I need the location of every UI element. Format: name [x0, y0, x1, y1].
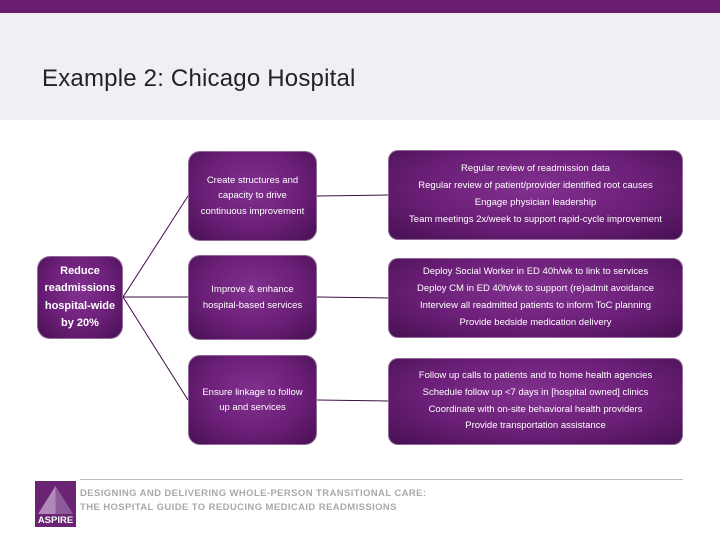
strategy-label: Improve & enhance hospital-based service… — [202, 284, 303, 311]
footer-citation-line1: DESIGNING AND DELIVERING WHOLE-PERSON TR… — [80, 488, 427, 499]
tactic-item: Regular review of readmission data — [461, 163, 610, 175]
tactic-item: Provide bedside medication delivery — [459, 316, 612, 328]
goal-box: Reduce readmissions hospital-wide by 20% — [37, 256, 123, 339]
tactics-box-structures: Regular review of readmission data Regul… — [388, 150, 683, 240]
tactic-item: Schedule follow up <7 days in [hospital … — [422, 386, 649, 398]
tactic-item: Follow up calls to patients and to home … — [418, 369, 653, 381]
slide-accent-bar — [0, 0, 720, 13]
goal-label: Reduce readmissions hospital-wide by 20% — [44, 265, 116, 329]
tactic-item: Deploy CM in ED 40h/wk to support (re)ad… — [416, 283, 655, 295]
strategy-box-structures: Create structures and capacity to drive … — [188, 151, 317, 241]
footer-citation: DESIGNING AND DELIVERING WHOLE-PERSON TR… — [80, 487, 426, 515]
tactic-item: Regular review of patient/provider ident… — [418, 180, 653, 192]
tactic-item: Engage physician leadership — [474, 197, 597, 208]
slide-title: Example 2: Chicago Hospital — [42, 65, 356, 92]
tactic-item: Provide transportation assistance — [465, 420, 606, 432]
tactic-item: Interview all readmitted patients to inf… — [419, 300, 652, 311]
tactic-item: Deploy Social Worker in ED 40h/wk to lin… — [422, 266, 649, 278]
tactic-item: Coordinate with on-site behavioral healt… — [428, 403, 643, 415]
tactic-item: Team meetings 2x/week to support rapid-c… — [409, 213, 662, 225]
tactics-box-linkage: Follow up calls to patients and to home … — [388, 358, 683, 445]
tactics-box-hospital-services: Deploy Social Worker in ED 40h/wk to lin… — [388, 258, 683, 338]
aspire-logo-text: ASPIRE — [38, 515, 73, 526]
strategy-label: Ensure linkage to follow up and services — [202, 386, 303, 413]
slide-header: Example 2: Chicago Hospital — [0, 13, 720, 120]
strategy-box-linkage: Ensure linkage to follow up and services — [188, 355, 317, 445]
footer-citation-line2: THE HOSPITAL GUIDE TO REDUCING MEDICAID … — [80, 502, 397, 513]
footer-divider — [80, 479, 683, 480]
strategy-label: Create structures and capacity to drive … — [200, 175, 305, 217]
strategy-box-hospital-services: Improve & enhance hospital-based service… — [188, 255, 317, 340]
aspire-logo: ASPIRE — [35, 481, 76, 527]
